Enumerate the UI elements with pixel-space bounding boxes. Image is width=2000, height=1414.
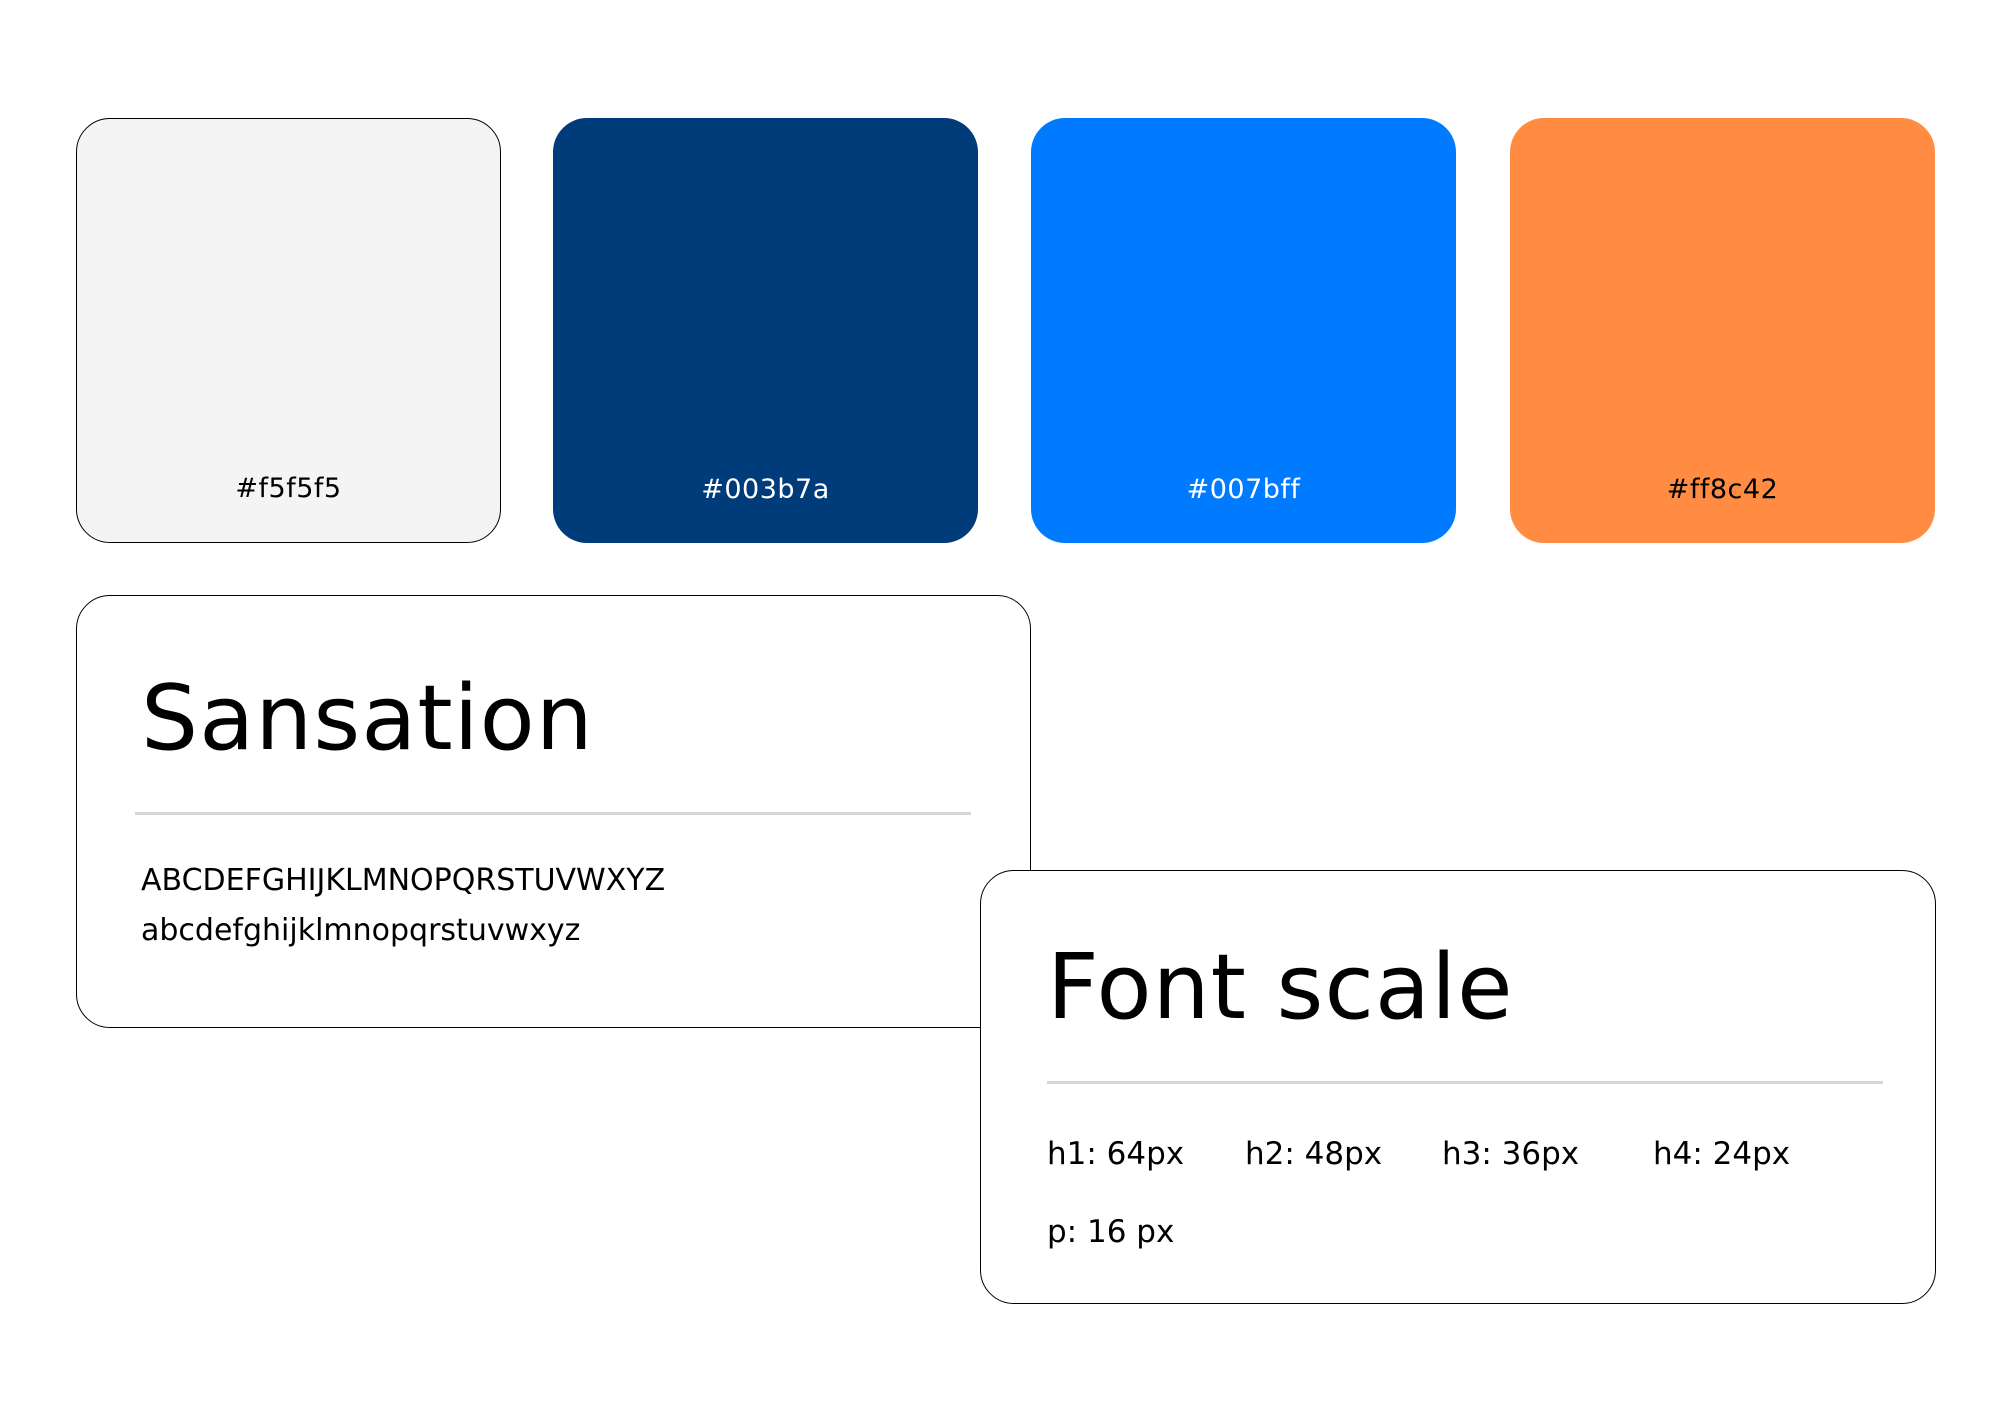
scale-item-h1: h1: 64px	[1047, 1136, 1185, 1172]
font-scale-divider	[1047, 1081, 1883, 1084]
swatch-bright-blue: #007bff	[1031, 118, 1456, 543]
swatch-code-label: #f5f5f5	[235, 473, 342, 504]
swatch-code-label: #007bff	[1186, 474, 1301, 505]
swatch-orange: #ff8c42	[1510, 118, 1935, 543]
typeface-card: Sansation ABCDEFGHIJKLMNOPQRSTUVWXYZ abc…	[76, 595, 1031, 1028]
swatch-code-label: #ff8c42	[1666, 474, 1779, 505]
typeface-title: Sansation	[141, 666, 594, 771]
uppercase-alphabet: ABCDEFGHIJKLMNOPQRSTUVWXYZ	[141, 863, 666, 898]
scale-item-h2: h2: 48px	[1245, 1136, 1383, 1172]
scale-item-h4: h4: 24px	[1653, 1136, 1791, 1172]
font-scale-title: Font scale	[1047, 935, 1514, 1040]
typeface-divider	[135, 812, 971, 815]
scale-item-h3: h3: 36px	[1442, 1136, 1580, 1172]
swatch-dark-blue: #003b7a	[553, 118, 978, 543]
lowercase-alphabet: abcdefghijklmnopqrstuvwxyz	[141, 913, 581, 948]
scale-item-p: p: 16 px	[1047, 1214, 1175, 1250]
swatch-light-gray: #f5f5f5	[76, 118, 501, 543]
font-scale-card: Font scale h1: 64px h2: 48px h3: 36px h4…	[980, 870, 1936, 1304]
swatch-code-label: #003b7a	[701, 474, 830, 505]
